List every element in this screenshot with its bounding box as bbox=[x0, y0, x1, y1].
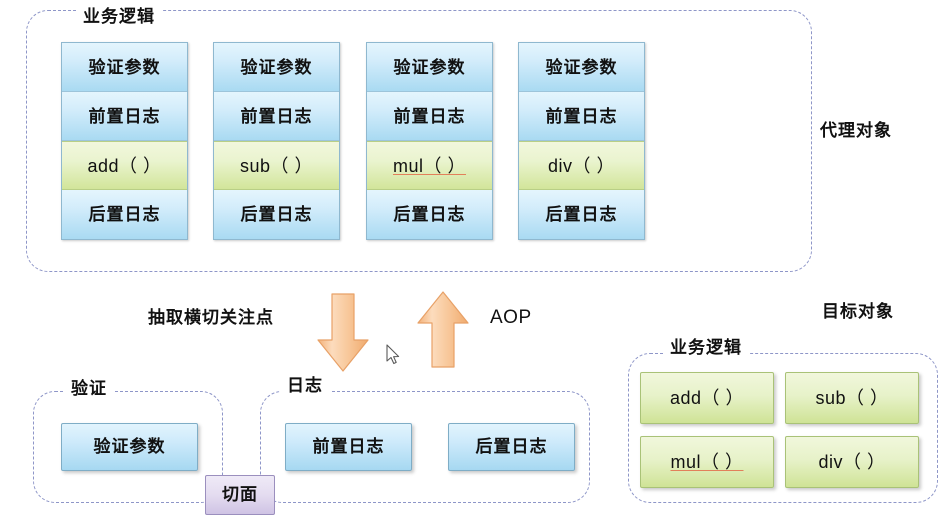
down-arrow bbox=[315, 292, 371, 379]
aspect-badge[interactable]: 切面 bbox=[205, 475, 275, 515]
proxy-object-side-label: 代理对象 bbox=[820, 121, 892, 140]
target-object-side-label: 目标对象 bbox=[822, 302, 894, 321]
after-log-box[interactable]: 后置日志 bbox=[448, 423, 575, 471]
proxy-column-div[interactable]: 验证参数 前置日志 div（ ） 后置日志 bbox=[518, 42, 645, 240]
cell-method-mul: mul（ ） bbox=[367, 141, 492, 190]
logging-container bbox=[260, 391, 590, 503]
target-business-logic-container bbox=[628, 353, 938, 503]
proxy-column-sub[interactable]: 验证参数 前置日志 sub（ ） 后置日志 bbox=[213, 42, 340, 240]
target-method-div[interactable]: div（ ） bbox=[785, 436, 919, 488]
proxy-group-label: 业务逻辑 bbox=[76, 2, 162, 27]
mul-spellcheck-text: mul（ ） bbox=[670, 452, 744, 472]
cell-after-log: 后置日志 bbox=[367, 190, 492, 239]
cell-validate-params: 验证参数 bbox=[62, 43, 187, 92]
cell-after-log: 后置日志 bbox=[214, 190, 339, 239]
proxy-object-container bbox=[26, 10, 812, 272]
up-arrow bbox=[415, 290, 471, 375]
cell-before-log: 前置日志 bbox=[367, 92, 492, 141]
logging-group-label: 日志 bbox=[280, 371, 330, 396]
cell-method-add: add（ ） bbox=[62, 141, 187, 190]
cell-method-sub: sub（ ） bbox=[214, 141, 339, 190]
mul-spellcheck-text: mul（ ） bbox=[392, 156, 466, 176]
cell-before-log: 前置日志 bbox=[214, 92, 339, 141]
extract-crosscutting-label: 抽取横切关注点 bbox=[148, 308, 274, 327]
cell-method-div: div（ ） bbox=[519, 141, 644, 190]
cell-before-log: 前置日志 bbox=[519, 92, 644, 141]
validate-params-box[interactable]: 验证参数 bbox=[61, 423, 198, 471]
before-log-box[interactable]: 前置日志 bbox=[285, 423, 412, 471]
target-group-label: 业务逻辑 bbox=[663, 333, 749, 358]
target-method-add[interactable]: add（ ） bbox=[640, 372, 774, 424]
validation-group-label: 验证 bbox=[64, 374, 114, 399]
mouse-cursor bbox=[386, 344, 402, 371]
target-method-sub[interactable]: sub（ ） bbox=[785, 372, 919, 424]
proxy-column-add[interactable]: 验证参数 前置日志 add（ ） 后置日志 bbox=[61, 42, 188, 240]
cell-after-log: 后置日志 bbox=[519, 190, 644, 239]
cell-before-log: 前置日志 bbox=[62, 92, 187, 141]
validation-container bbox=[33, 391, 223, 503]
proxy-column-mul[interactable]: 验证参数 前置日志 mul（ ） 后置日志 bbox=[366, 42, 493, 240]
aop-label: AOP bbox=[490, 307, 532, 328]
cell-validate-params: 验证参数 bbox=[214, 43, 339, 92]
cell-validate-params: 验证参数 bbox=[519, 43, 644, 92]
cell-validate-params: 验证参数 bbox=[367, 43, 492, 92]
cell-after-log: 后置日志 bbox=[62, 190, 187, 239]
target-method-mul[interactable]: mul（ ） bbox=[640, 436, 774, 488]
